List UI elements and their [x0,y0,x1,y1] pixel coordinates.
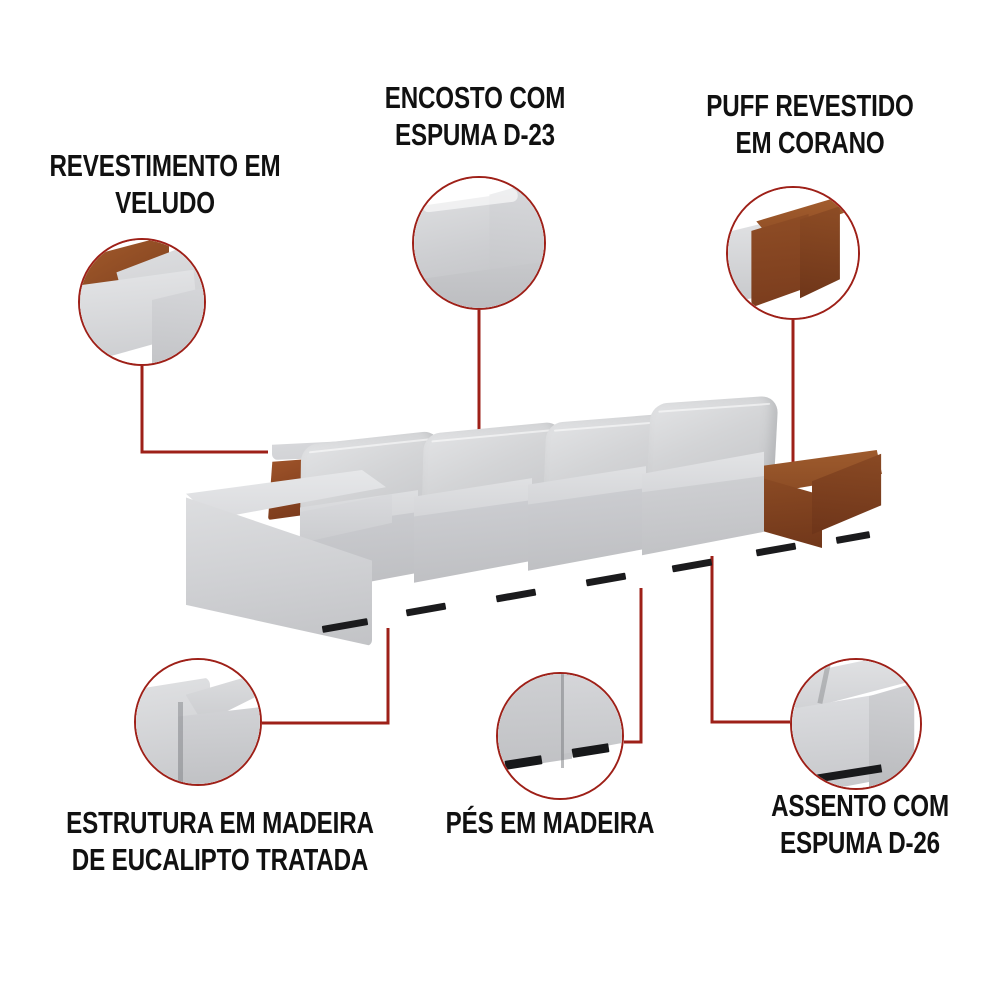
sofa-foot [495,588,537,603]
wood-frame-detail [136,660,260,784]
detail-circle-estrutura [134,658,262,786]
seat-foam-detail [792,660,920,788]
sofa-foot [755,542,797,557]
label-puff: PUFF REVESTIDO EM CORANO [706,88,914,160]
corano-puff-detail [728,188,858,318]
label-encosto: ENCOSTO COM ESPUMA D-23 [384,80,566,152]
label-estrutura: ESTRUTURA EM MADEIRA DE EUCALIPTO TRATAD… [66,805,374,877]
label-revestimento: REVESTIMENTO EM VELUDO [49,148,281,220]
detail-circle-encosto [412,176,546,310]
detail-circle-puff [726,186,860,320]
sofa-foot [405,602,447,617]
connector-estrutura [262,628,390,725]
connector-assento [710,556,790,724]
sofa-foot [835,531,871,544]
connector-revestimento [140,366,268,454]
backrest-foam-detail [414,178,544,308]
wooden-feet-detail [498,674,622,798]
detail-circle-revestimento [78,238,206,366]
connector-pes [624,588,643,744]
sofa-foot [671,558,713,573]
detail-circle-pes [496,672,624,800]
velvet-upholstery-detail [80,240,204,364]
sofa-foot [585,572,627,587]
detail-circle-assento [790,658,922,790]
label-pes: PÉS EM MADEIRA [445,805,655,840]
label-assento: ASSENTO COM ESPUMA D-26 [771,788,949,860]
